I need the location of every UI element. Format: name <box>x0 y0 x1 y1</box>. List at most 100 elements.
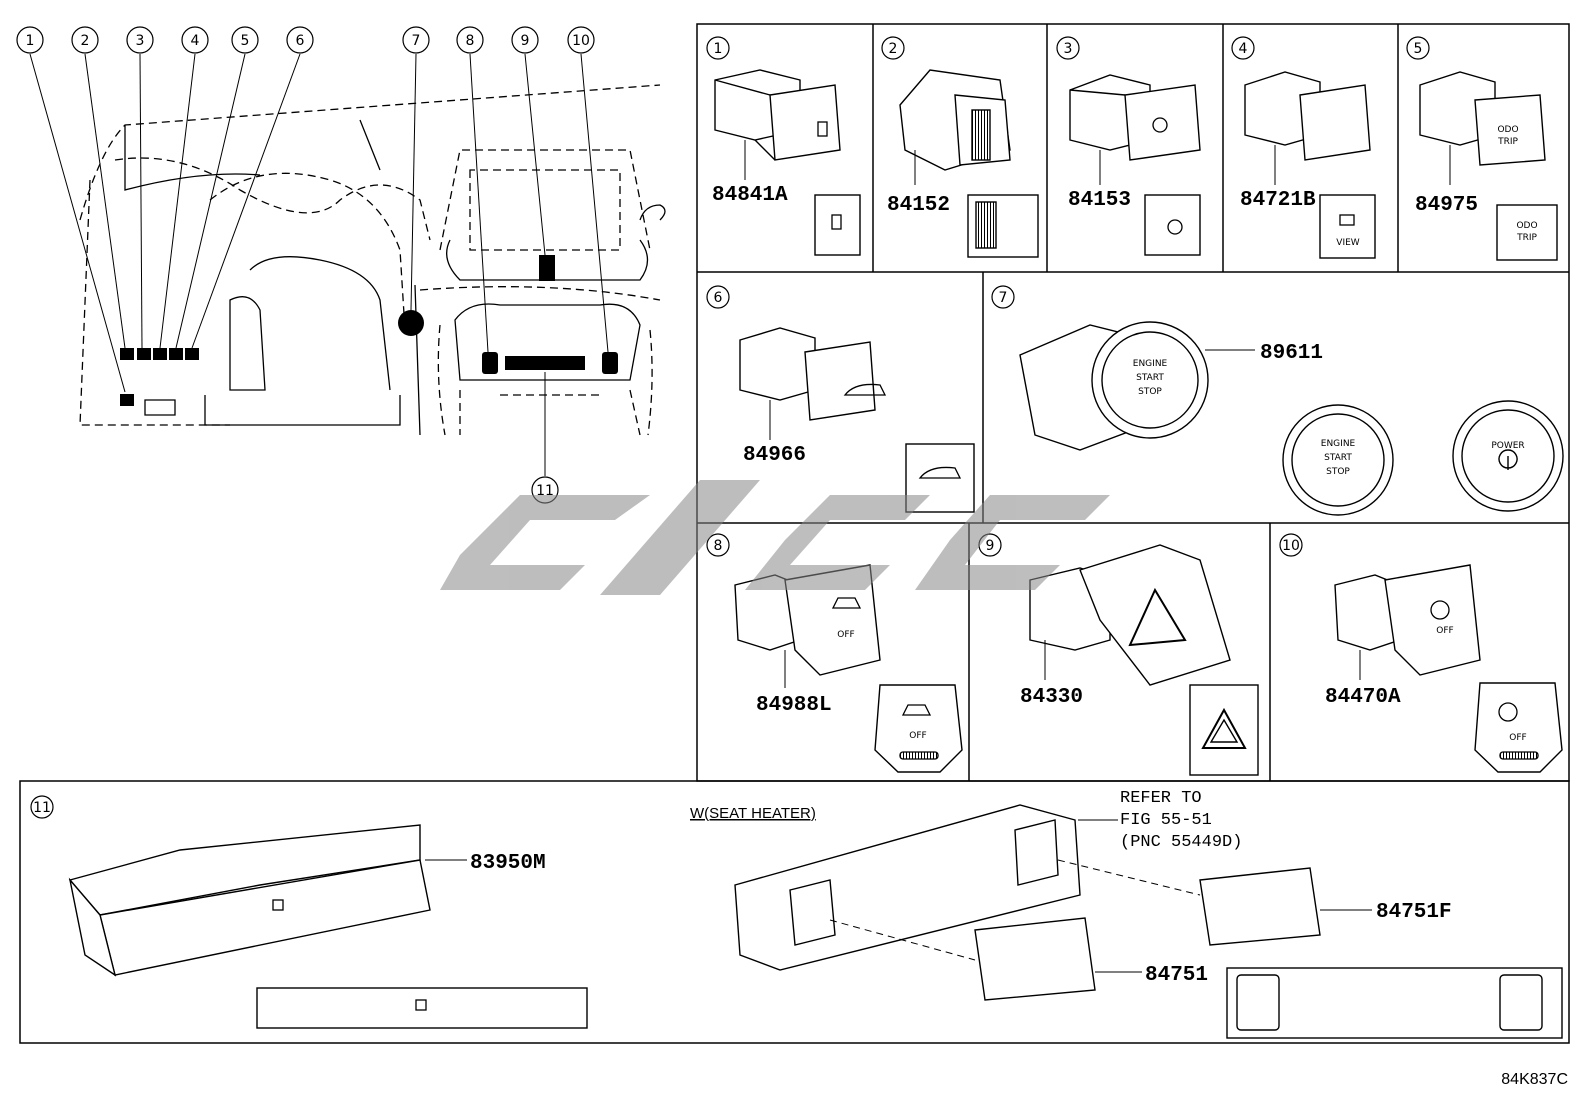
stop-label: STOP <box>1138 387 1162 397</box>
seat-heater-heading: W(SEAT HEATER) <box>690 805 816 822</box>
switch-location-markers <box>120 255 618 406</box>
lock-icon <box>272 899 284 911</box>
panel-number-circles <box>30 36 1430 819</box>
switch-drawings <box>68 69 1564 1039</box>
camera-icon <box>1339 214 1355 226</box>
stop-label: STOP <box>1326 467 1350 477</box>
panel-number: 3 <box>1064 41 1073 57</box>
switch-84470A-drawing <box>1334 564 1563 773</box>
fuel-pump-icon <box>831 214 842 230</box>
part-number-84721B: 84721B <box>1240 189 1316 212</box>
off-label: OFF <box>1436 626 1453 636</box>
engine-label: ENGINE <box>1321 439 1356 449</box>
odo-trip-indicator <box>1496 204 1558 261</box>
trip-label: TRIP <box>1497 137 1518 147</box>
switch-84153-drawing <box>1069 74 1201 256</box>
callout-label: 6 <box>296 33 305 49</box>
engine-label: ENGINE <box>1133 359 1168 369</box>
part-leaders <box>425 140 1451 973</box>
vehicle-icon <box>918 466 962 479</box>
switch-84330-drawing <box>1029 544 1259 776</box>
callout-label: 10 <box>572 33 590 49</box>
auto-off-icon <box>1430 600 1450 620</box>
lock-icon <box>415 999 427 1011</box>
location-marker-7 <box>398 310 424 336</box>
switch-84152-drawing <box>899 69 1039 258</box>
location-marker-4 <box>153 348 167 360</box>
panel-grid <box>19 23 1570 1044</box>
part-number-83950M: 83950M <box>470 852 546 875</box>
auto-off-indicator <box>1474 682 1563 773</box>
part-number-84330: 84330 <box>1020 686 1083 709</box>
part-number-89611: 89611 <box>1260 342 1323 365</box>
callout-label: 5 <box>241 33 250 49</box>
callout-leaders <box>29 53 609 476</box>
auto-beam-icon <box>1167 219 1183 235</box>
callout-label: 7 <box>412 33 421 49</box>
panel-number: 7 <box>999 290 1008 306</box>
vehicle-icon <box>843 383 887 396</box>
switch-89611-drawing <box>1019 321 1564 516</box>
part-number-84153: 84153 <box>1068 189 1131 212</box>
view-indicator <box>1319 194 1376 259</box>
seat-heater-leaders <box>829 859 1201 961</box>
fuel-pump-icon <box>817 121 828 137</box>
watermark-logo <box>440 480 1110 595</box>
traction-icon <box>901 704 932 716</box>
panel-number: 10 <box>1282 538 1300 554</box>
switch-84975-drawing <box>1419 71 1558 261</box>
off-label: OFF <box>909 731 926 741</box>
auto-beam-indicator <box>1144 194 1201 256</box>
refer-line-3: (PNC 55449D) <box>1120 833 1242 852</box>
traction-icon <box>831 597 862 609</box>
panel-number: 4 <box>1239 41 1248 57</box>
auto-off-icon <box>1498 702 1518 722</box>
callout-label: 3 <box>136 33 145 49</box>
panel-number: 6 <box>714 290 723 306</box>
part-number-84751: 84751 <box>1145 964 1208 987</box>
callout-label: 9 <box>521 33 530 49</box>
switch-83950M-drawing <box>68 824 588 1029</box>
panel-number: 5 <box>1414 41 1423 57</box>
location-marker-2 <box>120 348 134 360</box>
auto-beam-icon <box>1152 117 1168 133</box>
location-marker-11 <box>505 356 585 370</box>
view-label: VIEW <box>1336 238 1359 248</box>
location-marker-3 <box>137 348 151 360</box>
diagram-code: 84K837C <box>1501 1071 1568 1088</box>
switch-84966-drawing <box>739 327 975 513</box>
part-number-84988L: 84988L <box>756 694 832 717</box>
callout-label: 8 <box>466 33 475 49</box>
seat-heater-bezel-drawing <box>734 804 1563 1039</box>
part-number-84470A: 84470A <box>1325 686 1401 709</box>
refer-line-2: FIG 55-51 <box>1120 811 1212 830</box>
seat-heater-switch-left <box>974 917 1096 1001</box>
off-label: OFF <box>1509 733 1526 743</box>
switch-84721B-drawing <box>1244 71 1376 259</box>
start-label: START <box>1324 453 1352 463</box>
location-marker-1 <box>120 394 134 406</box>
refer-line-1: REFER TO <box>1120 789 1202 808</box>
callout-label: 4 <box>191 33 200 49</box>
fuel-door-indicator <box>814 194 861 256</box>
location-marker-10 <box>602 352 618 374</box>
power-label: POWER <box>1491 441 1524 451</box>
multi-switch-indicator <box>256 987 588 1029</box>
callout-circles <box>16 26 595 504</box>
odo-label: ODO <box>1516 221 1537 231</box>
off-label: OFF <box>837 630 854 640</box>
trip-label: TRIP <box>1516 233 1537 243</box>
panel-number: 8 <box>714 538 723 554</box>
panel-number: 9 <box>986 538 995 554</box>
panel-number: 11 <box>33 800 51 816</box>
start-label: START <box>1136 373 1164 383</box>
part-number-84841A: 84841A <box>712 184 788 207</box>
callout-label: 2 <box>81 33 90 49</box>
part-number-84966: 84966 <box>743 444 806 467</box>
location-marker-9 <box>539 255 555 281</box>
callout-label: 1 <box>26 33 35 49</box>
part-number-84975: 84975 <box>1415 194 1478 217</box>
odo-label: ODO <box>1497 125 1518 135</box>
location-marker-5 <box>169 348 183 360</box>
